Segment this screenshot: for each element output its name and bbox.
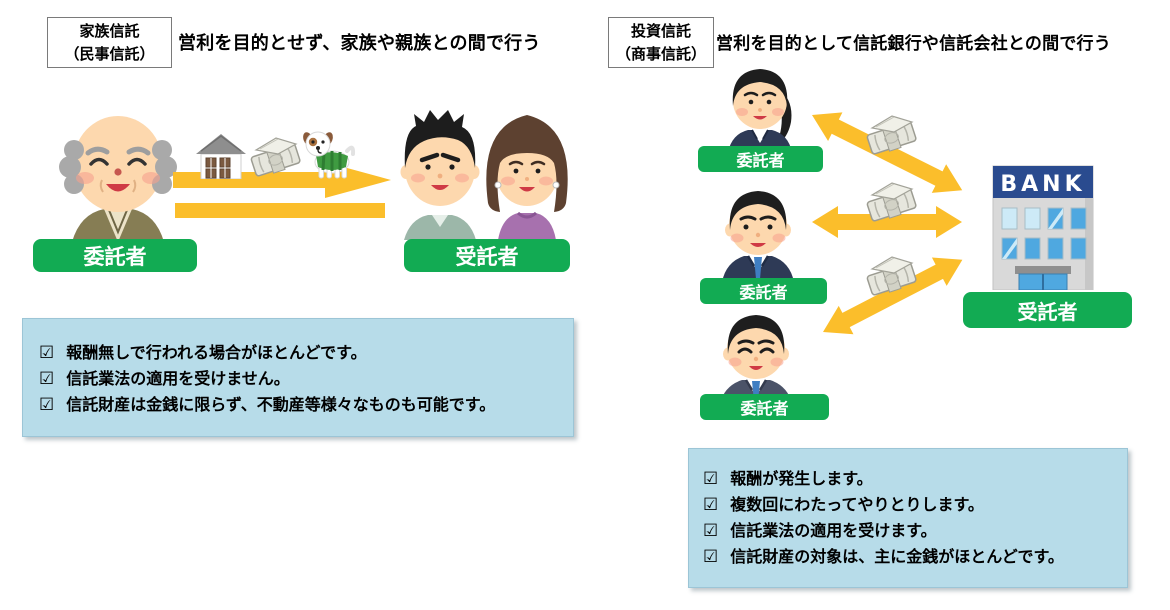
bank-icon: BANK — [992, 165, 1094, 290]
exchange-arrows-icon — [804, 100, 970, 347]
family-trustee-label: 受託者 — [404, 239, 570, 272]
note-item: ☑ 信託業法の適用を受けます。 — [703, 518, 1117, 544]
house-icon — [196, 134, 246, 179]
checkbox-icon: ☑ — [703, 495, 719, 515]
checkbox-icon: ☑ — [39, 395, 55, 415]
note-text: 信託業法の適用を受けません。 — [66, 369, 290, 388]
investment-trustor-label-2: 委託者 — [700, 278, 827, 304]
family-trust-title: 家族信託 — [79, 22, 140, 40]
young-woman-illustration — [486, 115, 568, 240]
note-text: 信託財産は金銭に限らず、不動産等様々なものも可能です。 — [66, 395, 496, 414]
dog-icon — [303, 131, 356, 179]
checkbox-icon: ☑ — [703, 521, 719, 541]
investment-trust-subtitle: （商事信託） — [615, 44, 706, 63]
note-item: ☑ 報酬無しで行われる場合がほとんどです。 — [39, 340, 559, 366]
money-icon — [249, 137, 302, 180]
checkbox-icon: ☑ — [703, 469, 719, 489]
note-item: ☑ 信託財産は金銭に限らず、不動産等様々なものも可能です。 — [39, 392, 559, 418]
businessman-smiling-illustration — [720, 315, 792, 404]
note-text: 信託財産の対象は、主に金銭がほとんどです。 — [730, 547, 1064, 566]
checkbox-icon: ☑ — [703, 547, 719, 567]
return-bar-icon — [175, 203, 385, 218]
family-trust-title-box: 家族信託 （民事信託） — [47, 17, 172, 68]
note-text: 複数回にわたってやりとりします。 — [730, 495, 984, 514]
businessman-illustration — [722, 191, 794, 282]
note-text: 信託業法の適用を受けます。 — [730, 521, 937, 540]
checkbox-icon: ☑ — [39, 369, 55, 389]
family-trust-description: 営利を目的とせず、家族や親族との間で行う — [178, 33, 541, 54]
young-man-illustration — [400, 110, 480, 240]
checkbox-icon: ☑ — [39, 343, 55, 363]
elderly-man-illustration — [59, 116, 177, 242]
note-item: ☑ 信託業法の適用を受けません。 — [39, 366, 559, 392]
family-trust-subtitle: （民事信託） — [64, 44, 155, 63]
family-trustor-label: 委託者 — [33, 239, 197, 272]
note-item: ☑ 信託財産の対象は、主に金銭がほとんどです。 — [703, 544, 1117, 570]
investment-trustee-label: 受託者 — [963, 292, 1132, 328]
investment-trust-title-box: 投資信託 （商事信託） — [608, 17, 714, 68]
investment-trustor-label-3: 委託者 — [700, 394, 829, 420]
note-text: 報酬無しで行われる場合がほとんどです。 — [66, 343, 367, 362]
investment-trust-description: 営利を目的として信託銀行や信託会社との間で行う — [716, 34, 1111, 54]
investment-trust-title: 投資信託 — [630, 22, 691, 40]
note-item: ☑ 報酬が発生します。 — [703, 466, 1117, 492]
investment-trust-notes-box: ☑ 報酬が発生します。 ☑ 複数回にわたってやりとりします。 ☑ 信託業法の適用… — [688, 448, 1128, 588]
note-text: 報酬が発生します。 — [730, 469, 873, 488]
note-item: ☑ 複数回にわたってやりとりします。 — [703, 492, 1117, 518]
investment-trustor-label-1: 委託者 — [698, 146, 823, 172]
businesswoman-illustration — [728, 69, 792, 152]
bank-sign-text: BANK — [1000, 172, 1085, 197]
family-trust-notes-box: ☑ 報酬無しで行われる場合がほとんどです。 ☑ 信託業法の適用を受けません。 ☑… — [22, 318, 574, 437]
